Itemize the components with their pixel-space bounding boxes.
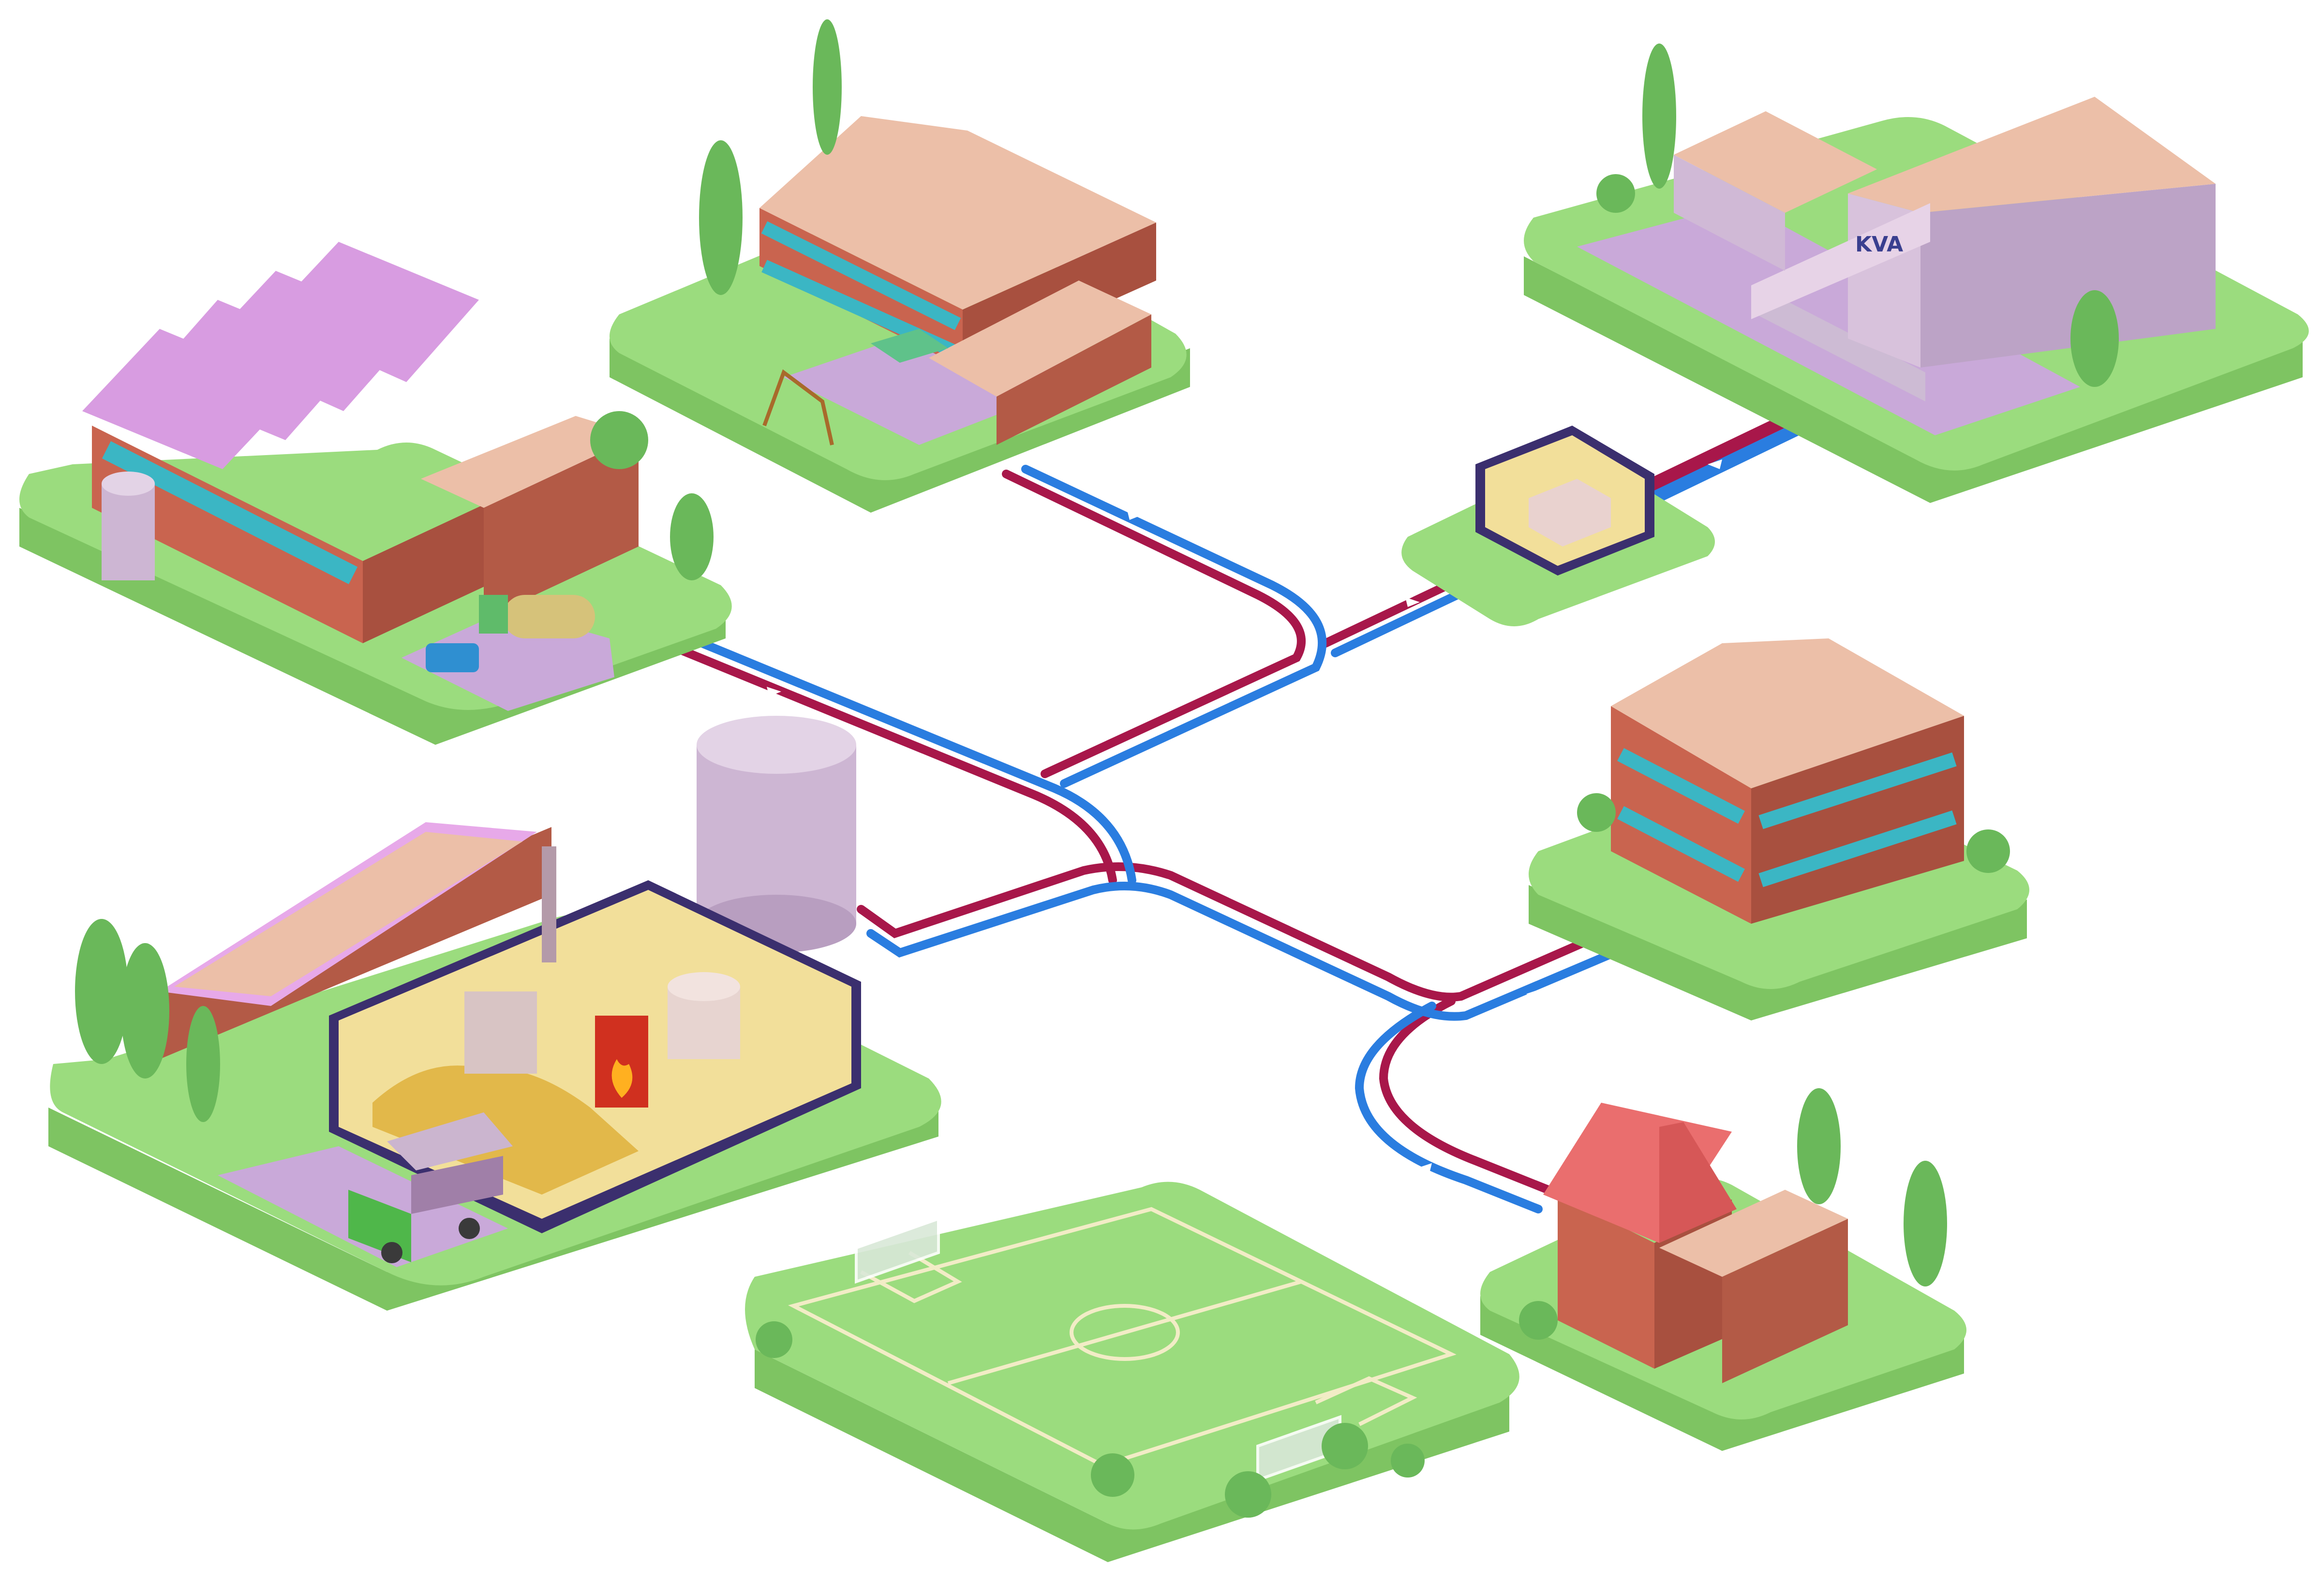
- boiler-unit: [464, 991, 537, 1074]
- buffer-tank-inside: [668, 972, 740, 1059]
- flow-arrow: [1526, 989, 1541, 999]
- industry-annex: [421, 416, 639, 619]
- ping-pong-table-icon: [871, 329, 948, 363]
- heating-plant: [48, 716, 941, 1311]
- flow-arrow: [1405, 597, 1420, 607]
- flow-arrow: [1417, 1163, 1432, 1173]
- kva-trees: [1596, 44, 2119, 387]
- house: [1480, 1088, 1966, 1451]
- car-icon: [426, 643, 479, 672]
- kva-building: KVA: [1674, 97, 2216, 401]
- saw-tooth-roof: [82, 242, 479, 469]
- kva-sign: KVA: [1855, 232, 1903, 257]
- apartment: [1529, 638, 2029, 1020]
- playground-swing-icon: [762, 369, 834, 445]
- flow-arrow: [1127, 510, 1142, 520]
- flow-arrow: [1287, 962, 1301, 972]
- goal-net-north: [855, 1216, 940, 1284]
- house-trees: [1519, 1088, 1947, 1340]
- substation-cutaway-box: [1475, 426, 1654, 576]
- house-island-side: [1480, 1296, 1964, 1451]
- factory-building: [82, 242, 508, 643]
- supply-pipe-school: [1002, 470, 1306, 778]
- tanker-truck-icon: [479, 595, 595, 638]
- heat-exchanger-icon: [1529, 479, 1611, 547]
- supply-pipe-plant: [857, 862, 1620, 1002]
- flow-arrow: [1016, 946, 1028, 955]
- return-pipe-house: [1354, 1002, 1543, 1213]
- flow-arrow: [767, 687, 781, 696]
- kva-island-side: [1524, 256, 2303, 503]
- fuel-woodchips-pile: [372, 1065, 639, 1195]
- apartment-trees: [1577, 793, 2010, 873]
- family-house: [1543, 1103, 1848, 1383]
- dump-truck-icon: [348, 1112, 513, 1263]
- kva: KVA: [1524, 44, 2309, 503]
- field-trees: [756, 1321, 1425, 1518]
- flow-arrow: [1708, 459, 1722, 469]
- substation: [1401, 426, 1715, 626]
- apartment-island-side: [1529, 885, 2027, 1020]
- chimney: [542, 846, 556, 962]
- return-pipe-school: [1021, 465, 1327, 788]
- plant-trees: [75, 919, 220, 1122]
- school-trees: [699, 19, 842, 295]
- supply-pipe-house: [1379, 997, 1552, 1194]
- apartment-building: [1611, 638, 1964, 924]
- flame-icon: [611, 1059, 633, 1098]
- flow-arrows: [767, 459, 1722, 1173]
- plant-warehouse: [160, 822, 551, 1059]
- school: [610, 19, 1190, 513]
- field-markings: [788, 1207, 1457, 1468]
- industry: [19, 242, 732, 745]
- school-building: [759, 116, 1156, 445]
- return-pipe-industry: [639, 615, 1136, 885]
- sports-field: [745, 1182, 1519, 1562]
- return-pipe-plant: [866, 882, 1630, 1021]
- kva-plaza: [1577, 203, 2080, 435]
- silo: [102, 472, 155, 580]
- industry-trees: [590, 411, 714, 580]
